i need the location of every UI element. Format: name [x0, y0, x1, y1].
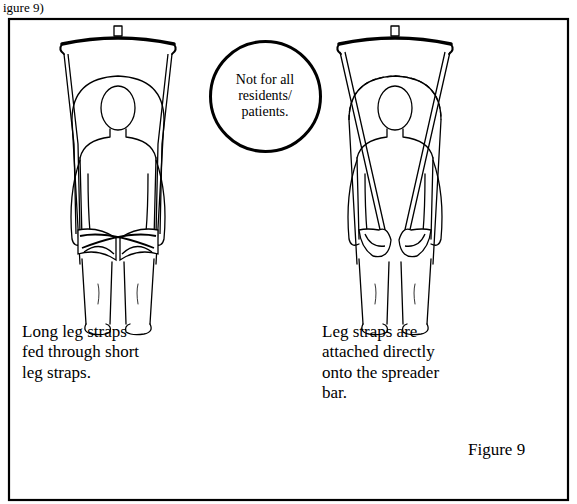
caption-text: Leg straps are attached directly onto th…	[322, 322, 450, 404]
cropped-reference: igure 9)	[3, 0, 123, 16]
sling-figure-left	[60, 26, 175, 335]
note-text: Not for all residents/ patients.	[223, 72, 307, 120]
note-circle: Not for all residents/ patients.	[209, 40, 322, 153]
figure-number: Figure 9	[468, 440, 558, 460]
circle-outline	[210, 41, 320, 151]
sling-figure-right	[337, 26, 452, 335]
caption-text: Long leg straps fed through short leg st…	[22, 322, 146, 383]
